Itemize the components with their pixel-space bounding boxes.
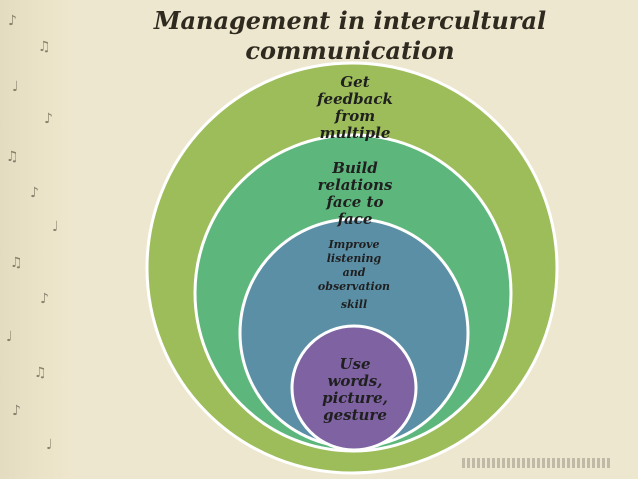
ring-label-line: and bbox=[342, 266, 366, 279]
music-note-icon: ♫ bbox=[38, 39, 51, 55]
ring-label-listening: Improve listening and observation skill bbox=[300, 238, 408, 312]
music-note-icon: ♫ bbox=[6, 149, 19, 165]
ring-label-words: Use words, picture, gesture bbox=[305, 356, 405, 424]
music-note-icon: ♩ bbox=[12, 79, 19, 95]
music-note-icon: ♪ bbox=[12, 403, 21, 419]
music-note-icon: ♪ bbox=[44, 111, 53, 127]
ring-label-line: Get bbox=[340, 73, 370, 91]
ring-label-line: multiple bbox=[319, 124, 391, 142]
ring-label-line: face to bbox=[326, 193, 384, 211]
ring-label-line: gesture bbox=[323, 406, 387, 424]
ring-inner bbox=[290, 324, 418, 452]
website-watermark bbox=[462, 458, 612, 468]
music-note-icon: ♪ bbox=[8, 13, 17, 29]
ring-label-line: Use bbox=[339, 355, 371, 373]
music-note-icon: ♩ bbox=[52, 219, 59, 235]
music-note-icon: ♪ bbox=[40, 291, 49, 307]
music-note-icon: ♪ bbox=[30, 185, 39, 201]
ring-label-line: words, bbox=[327, 372, 383, 390]
ring-label-line: Improve bbox=[328, 238, 380, 251]
ring-label-line: relations bbox=[317, 176, 393, 194]
title-line-2: communication bbox=[245, 36, 455, 65]
title-line-1: Management in intercultural bbox=[153, 6, 547, 35]
ring-label-line: face bbox=[337, 210, 373, 228]
music-note-icon: ♫ bbox=[10, 255, 23, 271]
ring-label-line: Build bbox=[332, 159, 378, 177]
ring-label-line: listening bbox=[326, 252, 382, 265]
music-note-icon: ♩ bbox=[6, 329, 13, 345]
page-title: Management in intercultural communicatio… bbox=[150, 6, 550, 66]
music-notes-decoration: ♪ ♫ ♩ ♪ ♫ ♪ ♩ ♫ ♪ ♩ ♫ ♪ ♩ bbox=[0, 0, 78, 479]
ring-label-line: observation bbox=[317, 280, 391, 293]
ring-label-line: skill bbox=[340, 298, 368, 311]
ring-label-relations: Build relations face to face bbox=[300, 160, 410, 228]
ring-label-line: from bbox=[334, 107, 376, 125]
music-note-icon: ♫ bbox=[34, 365, 47, 381]
ring-label-feedback: Get feedback from multiple bbox=[300, 74, 410, 142]
music-note-icon: ♩ bbox=[46, 437, 53, 453]
ring-label-line: feedback bbox=[317, 90, 393, 108]
ring-label-line: picture, bbox=[322, 389, 388, 407]
